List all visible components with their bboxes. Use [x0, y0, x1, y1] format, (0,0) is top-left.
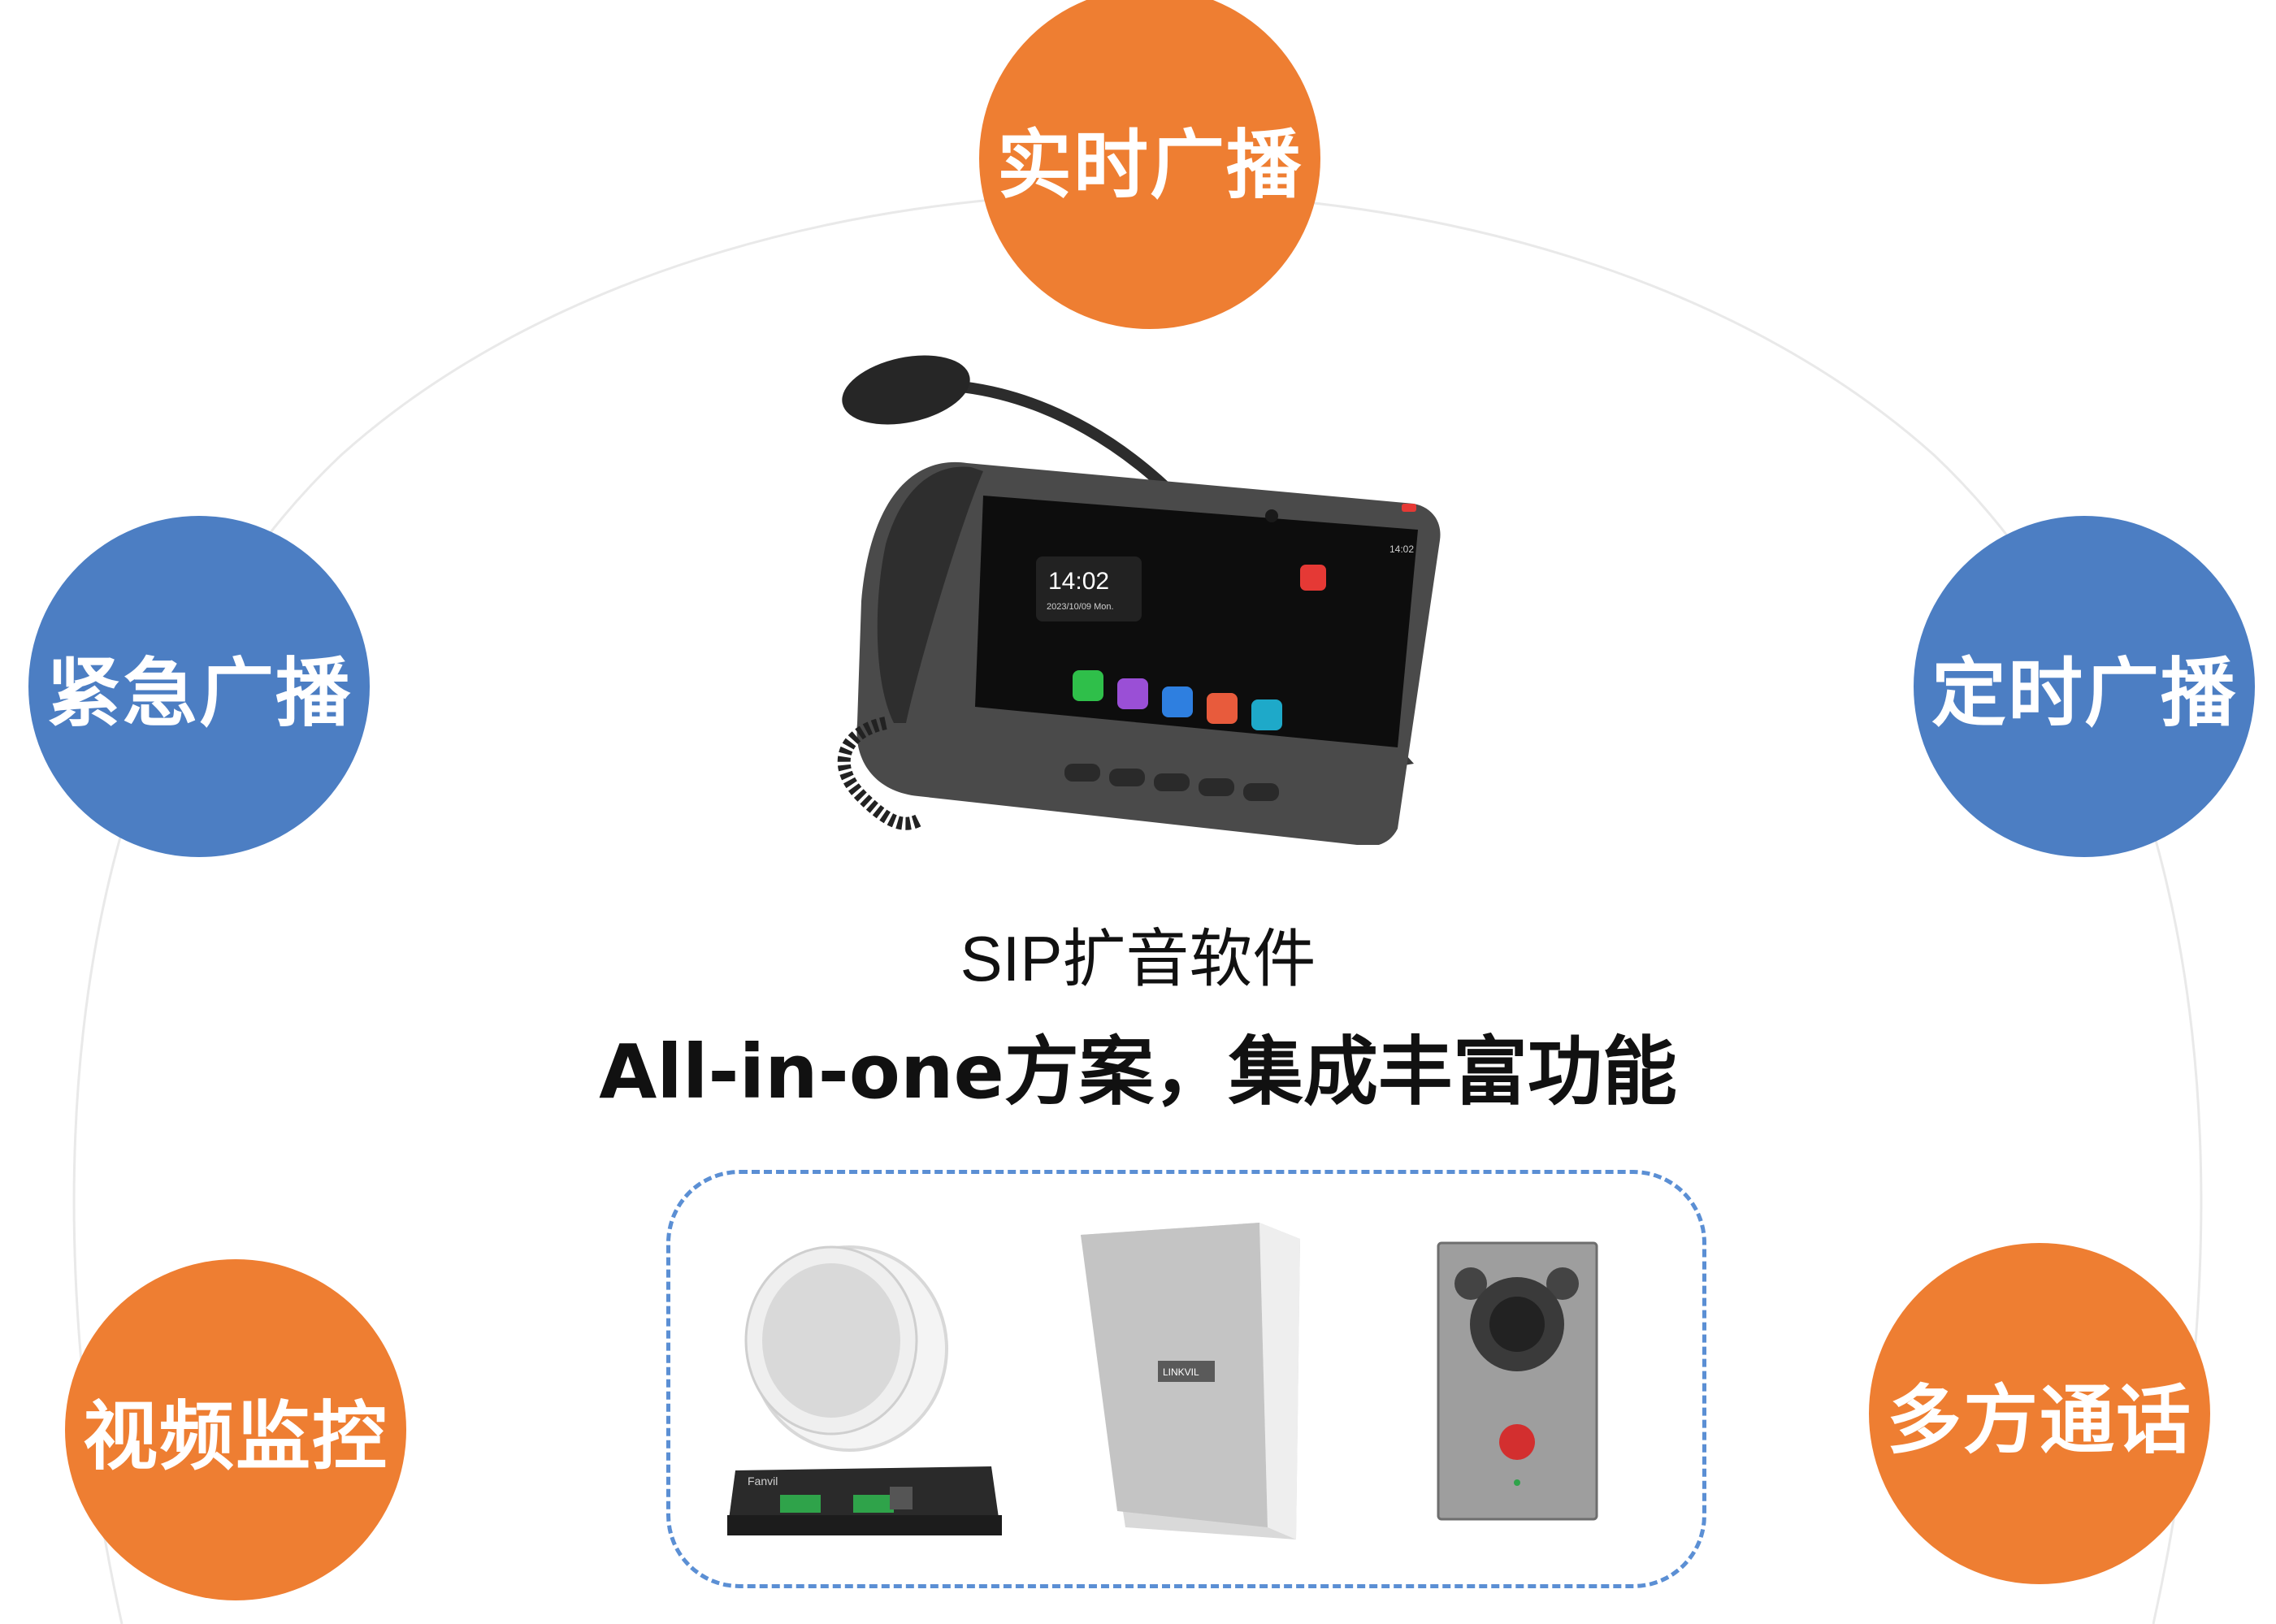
status-led: [1402, 504, 1416, 512]
solution-headline: All-in-one方案，集成丰富功能: [599, 1029, 1677, 1115]
speaker-brand-label: LINKVIL: [1163, 1366, 1199, 1378]
call-button-icon: [1499, 1424, 1535, 1460]
screen-date: 2023/10/09 Mon.: [1047, 602, 1114, 612]
camera-icon: [1265, 509, 1278, 522]
home-key: [1154, 773, 1190, 791]
back-key: [1243, 783, 1279, 801]
audio-amplifier: Fanvil: [727, 1466, 1002, 1535]
ceiling-speaker: [744, 1245, 948, 1452]
volume-up-key: [1109, 769, 1145, 786]
wall-speaker: LINKVIL: [1081, 1223, 1300, 1540]
device-group-box: [666, 1170, 1706, 1588]
sip-intercom-panel: [1437, 1241, 1598, 1521]
screen-clock: 14:02: [1048, 568, 1109, 595]
emergency-button-icon: [1300, 565, 1326, 591]
feature-scheduled-broadcast: 定时广播: [1914, 516, 2255, 857]
broadcast-app-icon: [1162, 686, 1193, 717]
software-caption: SIP扩音软件: [960, 923, 1316, 994]
security-app-icon: [1207, 693, 1238, 724]
volume-down-key: [1064, 764, 1100, 782]
feature-realtime-broadcast: 实时广播: [979, 0, 1320, 329]
desktop-paging-phone: 14:02 2023/10/09 Mon. 14:02: [837, 355, 1441, 845]
feature-emergency-broadcast: 紧急广播: [28, 516, 370, 857]
call-app-icon: [1073, 670, 1103, 701]
video-app-icon: [1117, 678, 1148, 709]
settings-app-icon: [1251, 699, 1282, 730]
feature-video-surveillance: 视频监控: [65, 1259, 406, 1600]
screen-status-time: 14:02: [1389, 543, 1414, 555]
microphone-head-icon: [842, 355, 970, 425]
phone-touchscreen: [975, 496, 1418, 747]
feature-multi-party-call: 多方通话: [1869, 1243, 2210, 1584]
amplifier-brand-label: Fanvil: [748, 1475, 778, 1488]
ethernet-port-icon: [890, 1487, 913, 1509]
mute-key: [1199, 778, 1234, 796]
